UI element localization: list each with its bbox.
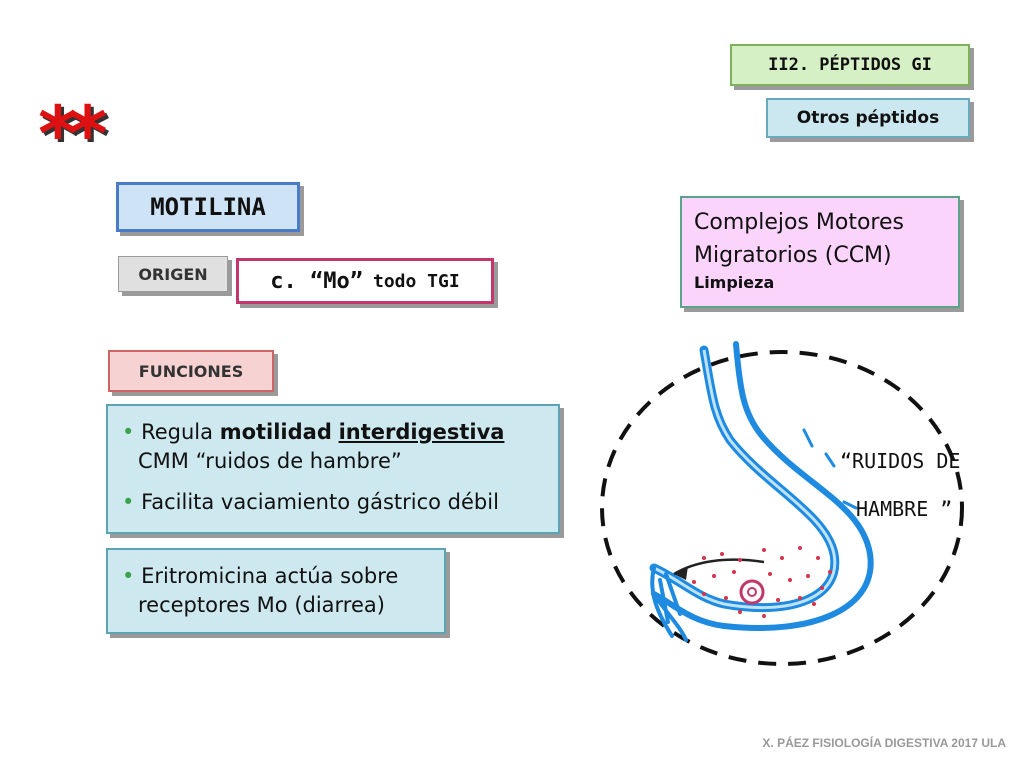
function-item-1: • Regula motilidad interdigestiva [122,418,548,447]
footer-credits: X. PÁEZ FISIOLOGÍA DIGESTIVA 2017 ULA [762,736,1006,750]
flow-arrow-head [674,566,688,580]
functions-box: • Regula motilidad interdigestiva CMM “r… [106,404,560,534]
annotation-line-2: HAMBRE ” [856,497,952,521]
functions-label: FUNCIONES [108,350,274,392]
annotation-line-1: “RUIDOS DE [840,449,960,473]
motion-marks [802,428,858,510]
bullet-icon: • [122,564,135,588]
ccm-subline: Limpieza [694,273,775,292]
origin-value: c. “Mo” todo TGI [236,258,494,304]
origin-value-sub: todo TGI [373,270,460,292]
ccm-box: Complejos Motores Migratorios (CCM) Limp… [680,196,960,308]
ccm-line-1: Complejos Motores [694,210,904,235]
stomach-contents-dots [692,546,832,618]
erythromycin-line-1: • Eritromicina actúa sobre [122,562,434,591]
section-tag: II2. PÉPTIDOS GI [730,44,970,86]
stomach-inner-wall [651,341,874,632]
importance-stars: ** [38,89,107,178]
function-item-2-text: Facilita vaciamiento gástrico débil [141,490,499,514]
function-item-1-underlined: interdigestiva [338,420,505,444]
bubble-inner-icon [747,587,757,597]
function-item-2: • Facilita vaciamiento gástrico débil [122,488,548,517]
duodenum [650,566,688,642]
function-item-1-line2: CMM “ruidos de hambre” [138,449,402,473]
erythromycin-text-1: Eritromicina actúa sobre [141,564,399,588]
bullet-icon: • [122,420,135,444]
page-title: MOTILINA [116,182,300,232]
origin-value-main: c. “Mo” [270,268,363,294]
stomach-outer-highlight [653,349,837,610]
subsection-tag: Otros péptidos [766,98,970,138]
stomach-illustration: “RUIDOS DE HAMBRE ” [600,341,964,666]
function-item-1-bold: motilidad [219,420,332,444]
bubble-icon [739,579,765,605]
ccm-line-2: Migratorios (CCM) [694,243,892,268]
origin-label: ORIGEN [118,256,228,292]
function-item-1-prefix: Regula [141,420,213,444]
bullet-icon: • [122,490,135,514]
dashed-circle [600,350,964,666]
erythromycin-box: • Eritromicina actúa sobre receptores Mo… [106,548,446,634]
erythromycin-line-2: receptores Mo (diarrea) [138,593,385,617]
